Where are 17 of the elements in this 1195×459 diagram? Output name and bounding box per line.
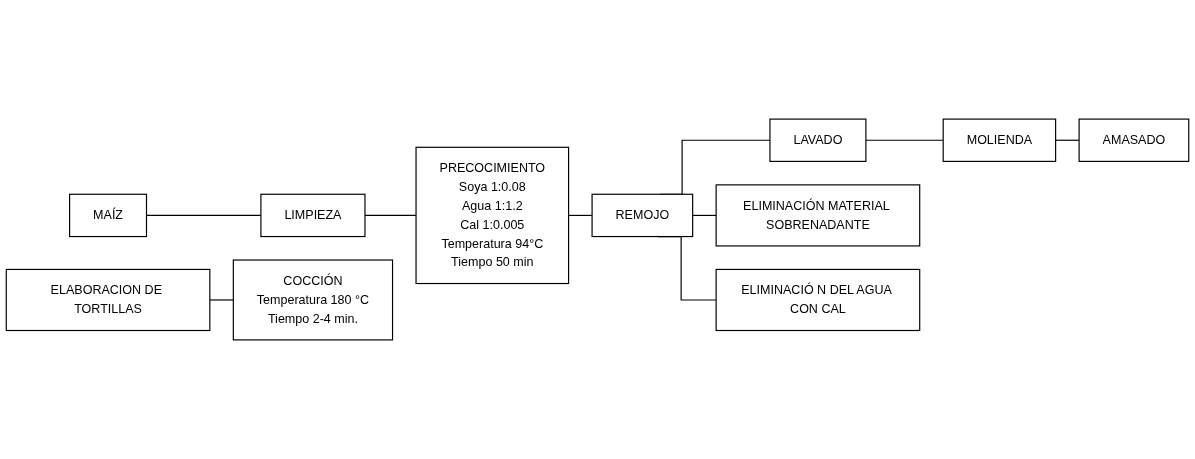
connector [209,299,234,301]
node-box: ELIMINACIÓ N DEL AGUA CON CAL [715,268,921,332]
connector [865,139,944,141]
node-box: REMOJO [591,193,694,238]
connector [1055,139,1080,141]
connector [568,214,593,216]
connector [364,214,417,216]
node-box: LIMPIEZA [260,193,366,238]
node-box: PRECOCIMIENTO Soya 1:0.08 Agua 1:1.2 Cal 1:0.005 Temperatura 94°C Tiempo 50 min [415,146,570,285]
node-box: ELIMINACIÓN MATERIAL SOBRENADANTE [715,184,921,247]
node-box: MAÍZ [69,193,148,238]
node-box: COCCIÓN Temperatura 180 °C Tiempo 2-4 min. [232,259,394,341]
connector [692,214,717,216]
node-box: LAVADO [769,118,867,162]
node-box: ELABORACION DE TORTILLAS [5,268,211,332]
node-box: MOLIENDA [942,118,1057,162]
node-box: AMASADO [1078,118,1190,162]
